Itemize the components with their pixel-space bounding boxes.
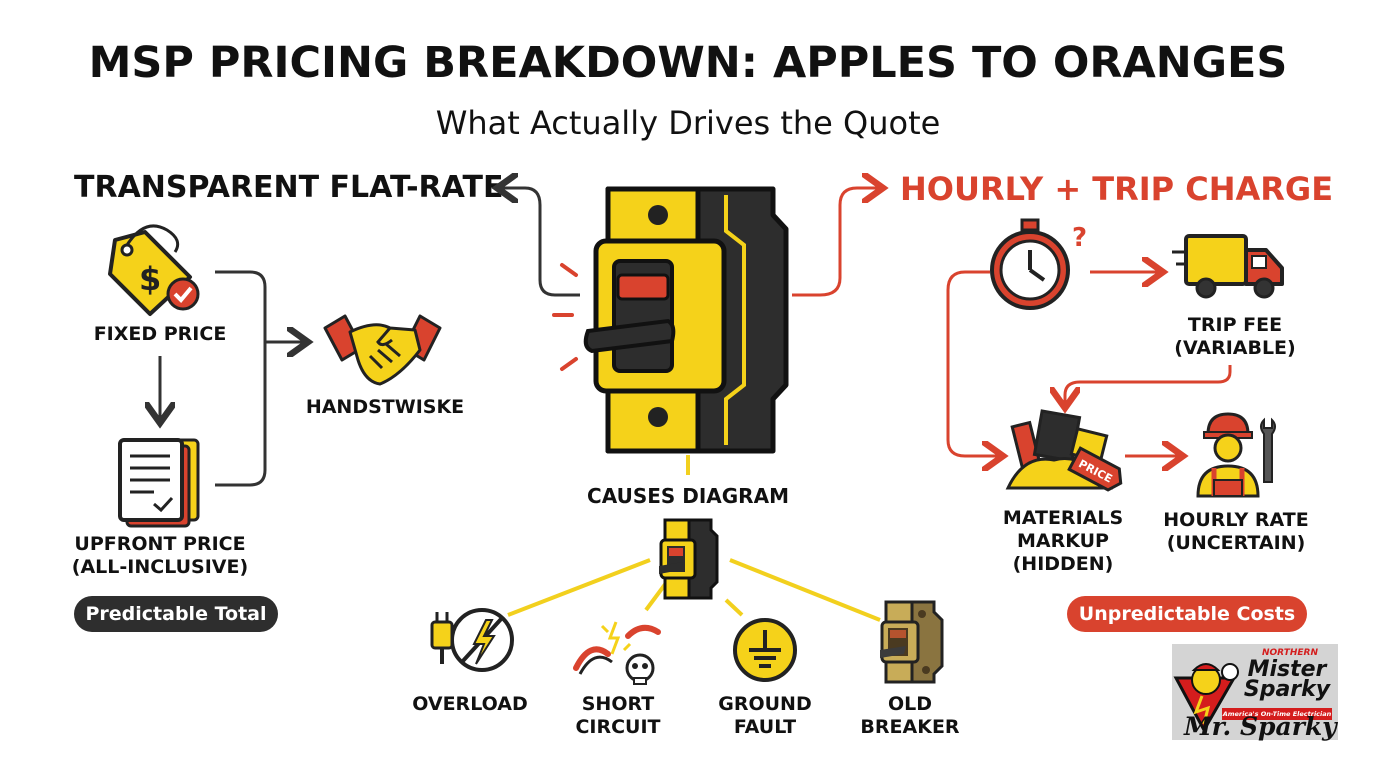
truck-icon	[1172, 234, 1284, 299]
trip-fee-label: TRIP FEE (VARIABLE)	[1160, 314, 1310, 360]
old-line1: OLD	[887, 693, 933, 715]
materials-line3: (HIDDEN)	[1012, 553, 1114, 575]
logo-name: Mister Sparky	[1232, 657, 1342, 702]
upfront-label: UPFRONT PRICE (ALL-INCLUSIVE)	[60, 533, 260, 579]
ground-line1: GROUND	[718, 693, 812, 715]
causes-title: CAUSES DIAGRAM	[587, 484, 789, 508]
materials-pile-icon: PRICE	[1005, 409, 1123, 492]
handshake-icon	[323, 314, 442, 386]
cause-old-label: OLD BREAKER	[840, 693, 980, 739]
upfront-line2: (ALL-INCLUSIVE)	[71, 556, 249, 578]
plug-icon	[430, 608, 514, 672]
cause-short-label: SHORT CIRCUIT	[548, 693, 688, 739]
ground-line2: FAULT	[733, 716, 797, 738]
cause-line-overload	[507, 558, 651, 617]
materials-label: MATERIALS MARKUP (HIDDEN)	[990, 507, 1136, 576]
hourly-line1: HOURLY RATE	[1163, 509, 1309, 531]
small-breaker-icon	[659, 518, 719, 600]
hourly-heading: HOURLY + TRIP CHARGE	[900, 170, 1334, 208]
materials-line2: MARKUP	[1017, 530, 1109, 552]
old-breaker-icon	[880, 600, 944, 684]
old-line2: BREAKER	[860, 716, 960, 738]
page-subtitle: What Actually Drives the Quote	[435, 104, 941, 142]
hourly-line2: (UNCERTAIN)	[1166, 532, 1306, 554]
logo-name-line1: Mister	[1247, 657, 1327, 682]
logo-northern: NORTHERN	[1262, 648, 1318, 658]
circuit-breaker-icon	[552, 186, 789, 454]
svg-text:?: ?	[1072, 223, 1087, 253]
arrow-clock-to-materials	[946, 270, 1000, 456]
trip-line2: (VARIABLE)	[1174, 337, 1296, 359]
ground-icon	[733, 618, 797, 682]
short-line1: SHORT	[581, 693, 655, 715]
logo-signature: Mr. Sparky	[1184, 712, 1337, 741]
page-title: MSP PRICING BREAKDOWN: APPLES TO ORANGES	[88, 38, 1288, 88]
cause-overload-label: OVERLOAD	[400, 693, 540, 716]
worker-icon	[1196, 412, 1276, 498]
arrow-breaker-to-flat	[500, 188, 580, 297]
upfront-line1: UPFRONT PRICE	[74, 533, 246, 555]
predictable-total-badge: Predictable Total	[74, 596, 278, 632]
bracket-top	[215, 270, 267, 487]
wires-icon	[573, 621, 661, 685]
cause-line-ground	[724, 598, 744, 617]
document-icon	[118, 438, 200, 528]
mister-sparky-logo	[1172, 644, 1338, 740]
flat-rate-heading: TRANSPARENT FLAT-RATE	[74, 170, 504, 205]
cause-line-old	[729, 558, 881, 622]
overload-line1: OVERLOAD	[412, 693, 528, 715]
hourly-rate-label: HOURLY RATE (UNCERTAIN)	[1160, 509, 1312, 555]
fixed-price-label: FIXED PRICE	[93, 323, 227, 345]
svg-text:$: $	[139, 260, 161, 298]
materials-line1: MATERIALS	[1002, 507, 1124, 529]
stopwatch-icon: ?	[990, 218, 1087, 310]
short-line2: CIRCUIT	[575, 716, 661, 738]
cause-ground-label: GROUND FAULT	[695, 693, 835, 739]
price-tag-icon: $	[108, 224, 200, 316]
handshake-label: HANDSTWISKE	[305, 396, 465, 418]
mascot-icon	[1173, 663, 1239, 734]
arrow-breaker-to-hourly	[792, 188, 880, 297]
unpredictable-costs-badge: Unpredictable Costs	[1067, 596, 1307, 632]
logo-tagline: America's On-Time Electrician	[1222, 708, 1332, 720]
logo-name-line2: Sparky	[1243, 677, 1331, 702]
arrow-trip-to-materials	[1065, 365, 1232, 405]
trip-line1: TRIP FEE	[1187, 314, 1283, 336]
